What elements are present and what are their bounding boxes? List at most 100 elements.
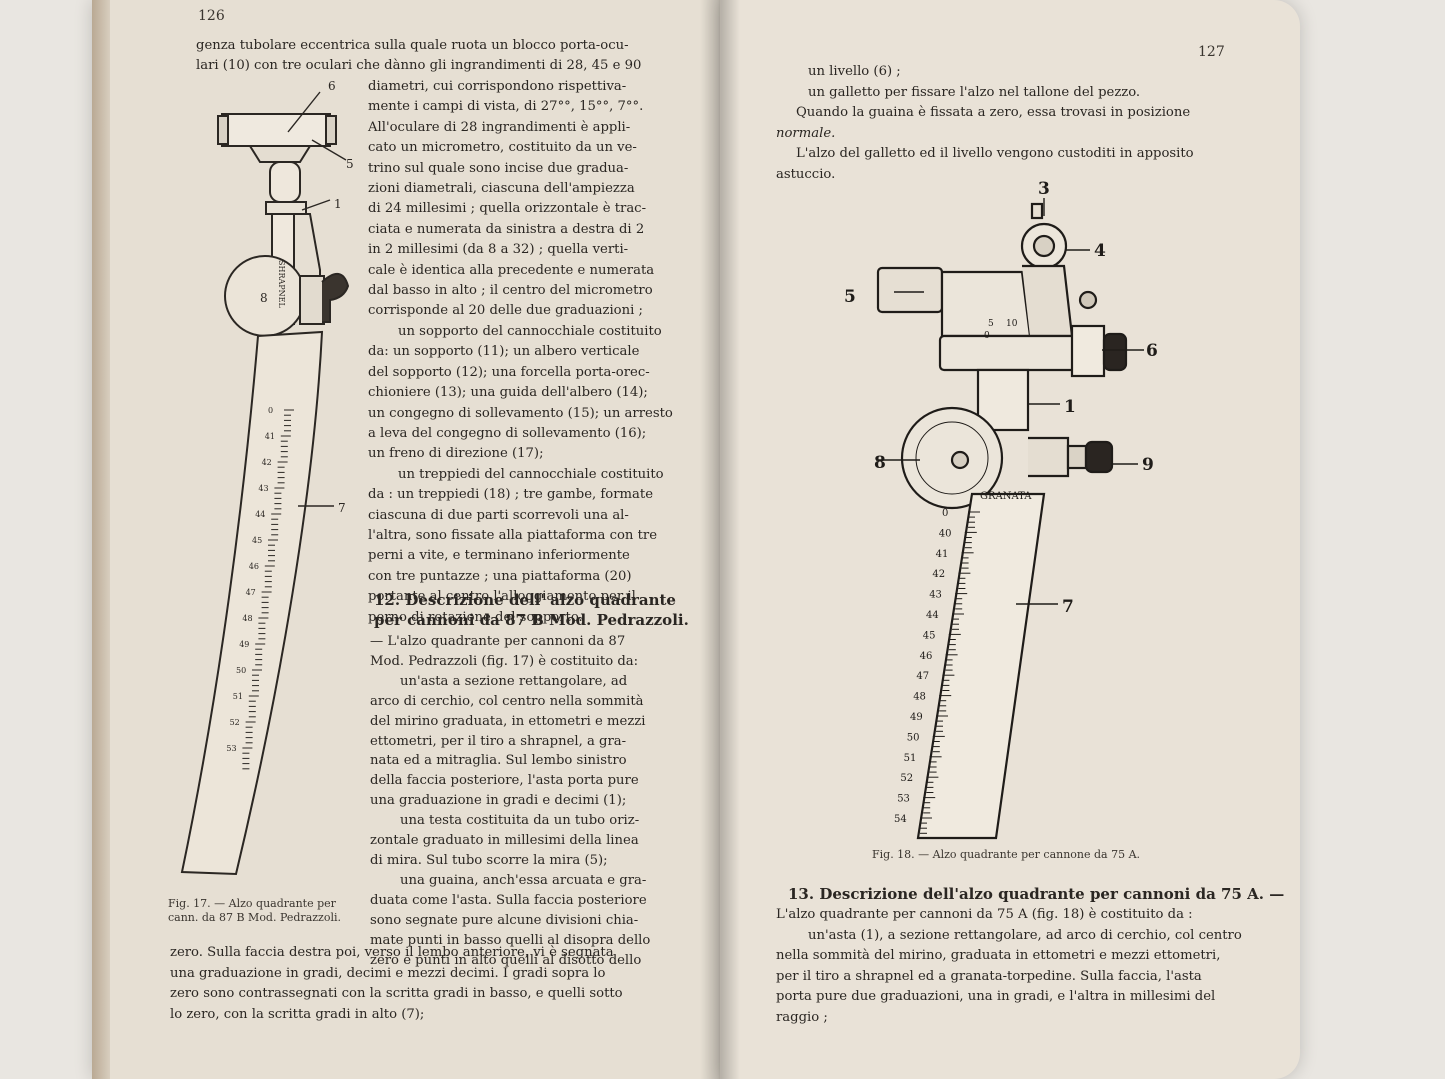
text-line: mente i campi di vista, di 27°°, 15°°, 7…	[368, 99, 644, 115]
scale-label: 53	[226, 744, 236, 753]
figure-label: 6	[1146, 341, 1158, 361]
scale-label: 44	[926, 610, 939, 621]
text-line: per il tiro a shrapnel ed a granata-torp…	[776, 968, 1202, 984]
text-line: un'asta (1), a sezione rettangolare, ad …	[808, 927, 1242, 943]
scale-label: 45	[252, 536, 262, 545]
figure-17-caption: Fig. 17. — Alzo quadrante per cann. da 8…	[168, 897, 341, 925]
text-line: astuccio.	[776, 166, 836, 182]
scale-label: 50	[236, 666, 246, 675]
text-line: Quando la guaina è fissata a zero, essa …	[796, 105, 1191, 120]
text-line: nella sommità del mirino, graduata in et…	[776, 948, 1221, 963]
text-line: un treppiedi del cannocchiale costituito	[398, 466, 664, 482]
text-line: del mirino graduata, in ettometri e mezz…	[370, 713, 646, 729]
text-line: lo zero, con la scritta gradi in alto (7…	[170, 1006, 425, 1022]
figure-label: 5	[844, 287, 856, 307]
scale-label: 52	[900, 773, 913, 784]
head-scale-label: 10	[1006, 319, 1018, 329]
figure-label: 4	[1094, 241, 1106, 261]
caption-line: cann. da 87 B Mod. Pedrazzoli.	[168, 911, 341, 924]
text-line: sono segnate pure alcune divisioni chia-	[370, 912, 639, 928]
right-page-number: 127	[1198, 44, 1225, 60]
text-line: porta pure due graduazioni, una in gradi…	[776, 989, 1216, 1004]
text-line: genza tubolare eccentrica sulla quale ru…	[196, 38, 629, 53]
scale-label: 48	[242, 614, 252, 623]
text-line: duata come l'asta. Sulla faccia posterio…	[370, 892, 647, 908]
text-line: l'altra, sono fissate alla piattaforma c…	[368, 527, 658, 543]
figure-label: 9	[1142, 455, 1154, 475]
scale-label: 54	[894, 814, 907, 825]
scale-label: 52	[230, 718, 240, 727]
scale-label: 47	[916, 671, 929, 682]
scale-label: 40	[939, 528, 952, 539]
left-page-number: 126	[198, 8, 225, 24]
figure-label: 1	[1064, 397, 1076, 417]
text-line: da : un treppiedi (18) ; tre gambe, form…	[368, 487, 654, 503]
scale-label: 42	[932, 569, 945, 580]
text-line: perno di rotazione del sopporto.	[368, 609, 583, 625]
text-line: ciascuna di due parti scorrevoli una al-	[368, 507, 629, 523]
scale-label: 49	[910, 712, 923, 723]
scale-label: 53	[897, 794, 910, 805]
section-13-heading: 13. Descrizione dell'alzo quadrante per …	[788, 885, 1285, 903]
text-line: normale.	[776, 125, 836, 141]
text-line: del sopporto (12); una forcella porta-or…	[368, 364, 650, 380]
text-line: della faccia posteriore, l'asta porta pu…	[370, 773, 639, 789]
left-page	[92, 0, 720, 1079]
figure-label: 6	[328, 79, 336, 93]
text-line: corrisponde al 20 delle due graduazioni …	[368, 303, 643, 319]
text-line: zioni diametrali, ciascuna dell'ampiezza	[368, 181, 635, 197]
text-line: una graduazione in gradi, decimi e mezzi…	[170, 965, 606, 981]
text-line: L'alzo del galletto ed il livello vengon…	[796, 146, 1194, 161]
text-line: zero. Sulla faccia destra poi, verso il …	[170, 945, 614, 960]
text-line: nata ed a mitraglia. Sul lembo sinistro	[370, 753, 627, 769]
text-line: portante al centro l'alloggiamento per i…	[368, 589, 636, 605]
text-line: ettometri, per il tiro a shrapnel, a gra…	[370, 733, 627, 749]
text-line: cato un micrometro, costituito da un ve-	[368, 140, 637, 156]
scale-label: 50	[907, 732, 920, 743]
figure-18-drawing: 3 4 5 6 1 8 9 7 GRANATA 0 5 10 040414243…	[844, 179, 1158, 840]
figure-label: 3	[1038, 179, 1050, 199]
text-line: una graduazione in gradi e decimi (1);	[370, 793, 627, 809]
scale-label: 46	[249, 562, 259, 571]
figure-label: 8	[874, 453, 886, 473]
left-top-text: genza tubolare eccentrica sulla quale ru…	[196, 36, 641, 76]
scale-label: 51	[904, 753, 917, 764]
right-top-text: un livello (6) ; un galletto per fissare…	[776, 62, 1194, 185]
text-line: di mira. Sul tubo scorre la mira (5);	[370, 852, 608, 868]
scale-label: 49	[239, 640, 249, 649]
section-12-heading: 12. Descrizione dell' alzo quadrante per…	[374, 590, 689, 630]
head-scale-label: 0	[984, 331, 990, 341]
scale-label: 42	[262, 458, 272, 467]
scale-word: GRANATA	[980, 491, 1032, 502]
text-line: con tre puntazze ; una piattaforma (20)	[368, 568, 632, 584]
text-line: trino sul quale sono incise due gradua-	[368, 160, 629, 176]
text-line: in 2 millesimi (da 8 a 32) ; quella vert…	[368, 242, 629, 258]
text-line: L'alzo quadrante per cannoni da 75 A (fi…	[776, 907, 1193, 922]
text-line: mate punti in basso quelli al disopra de…	[370, 932, 651, 948]
head-scale-label: 5	[988, 319, 994, 329]
scale-label: 0	[942, 508, 948, 519]
text-line: Mod. Pedrazzoli (fig. 17) è costituito d…	[370, 653, 639, 669]
text-line: zero e punti in alto quelli al disotto d…	[370, 952, 642, 968]
left-bottom-text: zero. Sulla faccia destra poi, verso il …	[170, 943, 623, 1025]
figure-label: 7	[338, 501, 346, 515]
text-line: All'oculare di 28 ingrandimenti è appli-	[368, 119, 631, 135]
text-line: un freno di direzione (17);	[368, 446, 544, 462]
scale-label: 43	[258, 484, 268, 493]
text-line: una testa costituita da un tubo oriz-	[400, 813, 640, 829]
page-edge	[92, 0, 110, 1079]
text-line: — L'alzo quadrante per cannoni da 87	[370, 634, 626, 649]
text-line: un sopporto del cannocchiale costituito	[398, 323, 662, 339]
text-line: un congegno di sollevamento (15); un arr…	[368, 405, 673, 421]
figure-label: 8	[260, 291, 268, 305]
text-line: arco di cerchio, col centro nella sommit…	[370, 693, 644, 709]
figure-label: 5	[346, 157, 354, 171]
text-line: un galletto per fissare l'alzo nel tallo…	[808, 84, 1141, 100]
right-bottom-text: L'alzo quadrante per cannoni da 75 A (fi…	[776, 905, 1242, 1028]
scale-label: 0	[268, 406, 273, 415]
left-column-text-2: — L'alzo quadrante per cannoni da 87 Mod.…	[370, 632, 650, 970]
text-line: raggio ;	[776, 1009, 828, 1025]
scale-label: 41	[265, 432, 275, 441]
figure-label: 7	[1062, 597, 1074, 617]
